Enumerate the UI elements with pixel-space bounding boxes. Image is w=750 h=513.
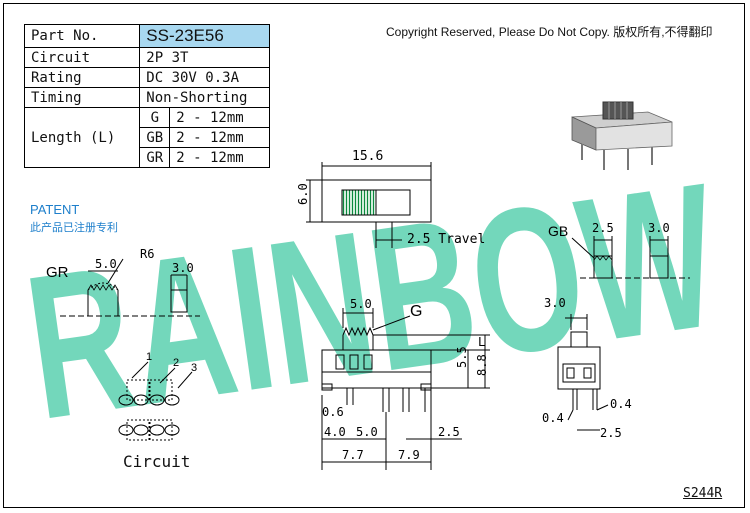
top-view: [306, 162, 432, 248]
length-value-gr: 2 - 12mm: [169, 147, 270, 168]
gr-actuator-detail: [60, 258, 200, 317]
gb-label: GB: [548, 223, 568, 239]
dim-gb-height: 3.0: [648, 221, 670, 235]
rating-label: Rating: [23, 67, 141, 88]
dim-body-height: 5.5: [455, 346, 469, 368]
part-no-value: SS-23E56: [139, 24, 270, 48]
dim-l-label: L: [478, 335, 485, 349]
circuit-terminal-1: 1: [146, 351, 152, 363]
dim-travel: 2.5 Travel: [407, 232, 485, 247]
dim-gr-width: 5.0: [95, 257, 117, 271]
product-3d-render: [571, 101, 673, 170]
spec-table: Part No. SS-23E56 Circuit 2P 3T Rating D…: [23, 24, 270, 168]
dim-gr-radius: R6: [140, 247, 154, 261]
length-label: Length (L): [23, 107, 141, 168]
dim-pin-small: 2.5: [438, 425, 460, 439]
copyright-notice: Copyright Reserved, Please Do Not Copy. …: [386, 25, 713, 39]
model-code: S244R: [683, 486, 723, 501]
length-value-gb: 2 - 12mm: [169, 127, 270, 148]
dim-top-height: 6.0: [296, 183, 310, 205]
dim-span-left: 7.7: [342, 448, 364, 462]
dim-side-pin-left: 0.4: [542, 411, 564, 425]
side-view: [557, 314, 609, 431]
patent-label: PATENT: [30, 202, 80, 217]
circuit-schematic: [118, 361, 193, 441]
part-no-label: Part No.: [23, 24, 141, 48]
circuit-terminal-3: 3: [191, 362, 197, 374]
gr-label: GR: [46, 264, 69, 281]
dim-gb-width: 2.5: [592, 221, 614, 235]
dim-top-width: 15.6: [352, 149, 383, 164]
dim-pin-offset: 4.0: [324, 425, 346, 439]
dim-total-height: 8.8: [475, 354, 489, 376]
gb-actuator-detail: [571, 236, 690, 279]
length-code-g: G: [139, 107, 171, 128]
circuit-value: 2P 3T: [139, 47, 270, 68]
timing-value: Non-Shorting: [139, 87, 270, 108]
front-view: [321, 308, 490, 470]
dim-g-width: 5.0: [350, 297, 372, 311]
dim-pin-pitch: 5.0: [356, 425, 378, 439]
circuit-label: Circuit: [23, 47, 141, 68]
dim-span-right: 7.9: [398, 448, 420, 462]
length-value-g: 2 - 12mm: [169, 107, 270, 128]
circuit-terminal-2: 2: [173, 357, 179, 369]
g-label: G: [410, 303, 422, 320]
dim-side-bottom: 2.5: [600, 426, 622, 440]
dim-gr-height: 3.0: [172, 261, 194, 275]
timing-label: Timing: [23, 87, 141, 108]
drawing-frame: [3, 3, 745, 508]
length-code-gr: GR: [139, 147, 171, 168]
circuit-caption: Circuit: [123, 452, 191, 471]
length-code-gb: GB: [139, 127, 171, 148]
patent-label-cn: 此产品已注册专利: [30, 222, 118, 234]
rainbow-watermark: RAINBOW: [15, 140, 731, 463]
dim-side-width: 3.0: [544, 296, 566, 310]
dim-side-pin-right: 0.4: [610, 397, 632, 411]
dim-pin-thickness: 0.6: [322, 405, 344, 419]
rating-value: DC 30V 0.3A: [139, 67, 270, 88]
